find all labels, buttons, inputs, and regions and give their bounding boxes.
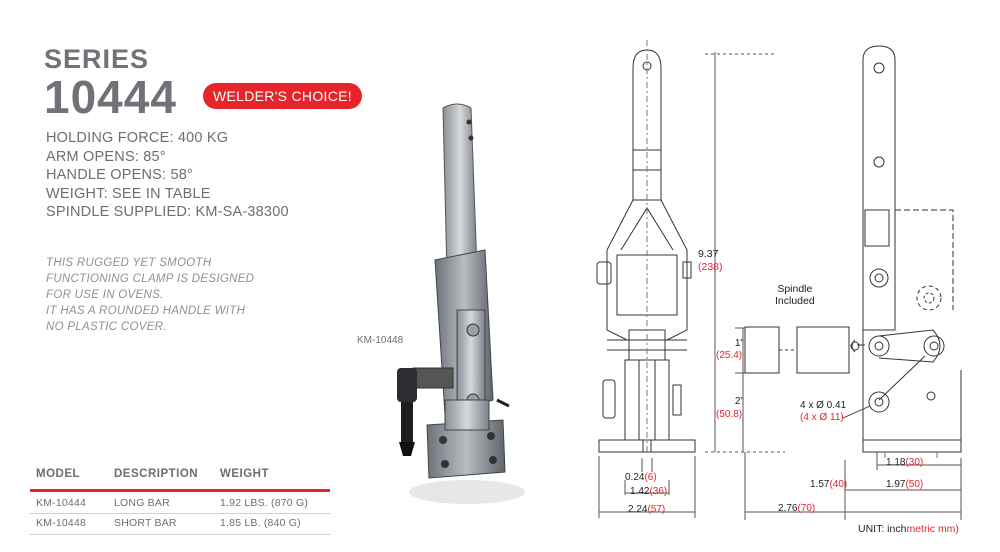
spec-list: HOLDING FORCE: 400 KG ARM OPENS: 85° HAN… (46, 129, 289, 222)
dim-1in-inch: 1" (734, 338, 744, 349)
dim-1in-mm: (25.4) (716, 350, 743, 361)
side-view (850, 45, 962, 458)
dim-1-57: 1.57(40) (810, 479, 847, 490)
dim-0-24-mm: (6) (644, 472, 657, 483)
description-line: NO PLASTIC COVER. (46, 321, 167, 333)
dim-2in-inch: 2" (734, 396, 744, 407)
photo-model-label: KM-10448 (357, 335, 404, 346)
table-cell-description: SHORT BAR (114, 517, 177, 529)
spindle-drawing (744, 326, 850, 374)
dim-1-42-inch: 1.42 (630, 486, 650, 497)
dim-2-76-mm: (70) (797, 503, 816, 514)
dim-1-18-mm: (30) (905, 457, 924, 468)
series-number: 10444 (44, 71, 177, 123)
unit-metric: metric mm) (906, 523, 959, 535)
dim-1-42: 1.42(36) (630, 486, 667, 497)
dim-0-24: 0.24(6) (625, 472, 657, 483)
dim-2-76-inch: 2.76 (778, 503, 798, 514)
table-header-weight: WEIGHT (220, 468, 269, 480)
product-description: THIS RUGGED YET SMOOTH FUNCTIONING CLAMP… (46, 255, 254, 335)
front-dimensions (598, 456, 696, 518)
welders-choice-badge: WELDER'S CHOICE! (203, 83, 362, 109)
front-view (596, 40, 696, 455)
unit-note: UNIT: inchmetric mm) (858, 523, 959, 535)
table-header-description: DESCRIPTION (114, 468, 199, 480)
description-line: THIS RUGGED YET SMOOTH (46, 257, 212, 269)
dim-1-18-inch: 1.18 (886, 457, 906, 468)
height-dim-label: 9.37 (238) (698, 248, 723, 274)
side-dimensions (735, 327, 962, 520)
table-cell-description: LONG BAR (114, 497, 170, 509)
dim-1-42-mm: (36) (649, 486, 668, 497)
dim-1-18: 1.18(30) (886, 457, 923, 468)
spec-holding-force: HOLDING FORCE: 400 KG (46, 130, 229, 146)
table-header-rule (30, 489, 330, 492)
dim-2-76: 2.76(70) (778, 503, 815, 514)
spec-spindle: SPINDLE SUPPLIED: KM-SA-38300 (46, 204, 289, 220)
clamp-product-photo (397, 103, 525, 504)
table-cell-weight: 1.92 LBS. (870 G) (220, 497, 309, 509)
table-cell-model: KM-10448 (36, 517, 87, 529)
table-row: KM-10444 LONG BAR 1.92 LBS. (870 G) (30, 494, 330, 514)
description-line: FUNCTIONING CLAMP IS DESIGNED (46, 273, 255, 285)
dim-0-24-inch: 0.24 (625, 472, 645, 483)
holes-dim-mm: (4 x Ø 11) (800, 412, 844, 423)
table-row-divider (30, 534, 330, 535)
dim-1-97: 1.97(50) (886, 479, 923, 490)
table-header-model: MODEL (36, 468, 81, 480)
table-row: KM-10448 SHORT BAR 1.85 LB. (840 G) (30, 514, 330, 534)
table-cell-model: KM-10444 (36, 497, 87, 509)
dim-1-57-inch: 1.57 (810, 479, 830, 490)
dim-2-24-inch: 2.24 (628, 504, 648, 515)
unit-prefix: UNIT: inch (858, 523, 907, 535)
spindle-note-line1: Spindle (777, 283, 813, 295)
description-line: IT HAS A ROUNDED HANDLE WITH (46, 305, 246, 317)
spec-handle-opens: HANDLE OPENS: 58° (46, 167, 193, 183)
dim-2-24: 2.24(57) (628, 504, 665, 515)
height-dimension (705, 52, 785, 453)
dim-2in-mm: (50.8) (716, 409, 743, 420)
description-line: FOR USE IN OVENS. (46, 289, 164, 301)
dim-2-24-mm: (57) (647, 504, 666, 515)
dim-1-97-inch: 1.97 (886, 479, 906, 490)
spindle-note: Spindle Included (775, 283, 815, 307)
holes-dim-label: 4 x Ø 0.41 (4 x Ø 11) (800, 400, 846, 424)
dim-1in-label: 1" (718, 338, 744, 350)
height-dim-mm: (238) (698, 261, 723, 273)
spec-arm-opens: ARM OPENS: 85° (46, 148, 166, 165)
table-row-divider (30, 513, 330, 514)
table-cell-weight: 1.85 LB. (840 G) (220, 517, 301, 529)
dim-1-57-mm: (40) (829, 479, 848, 490)
spec-weight: WEIGHT: SEE IN TABLE (46, 185, 211, 202)
holes-dim-inch: 4 x Ø 0.41 (800, 400, 847, 411)
height-dim-inch: 9.37 (698, 248, 719, 260)
dim-1-97-mm: (50) (905, 479, 924, 490)
series-label: SERIES (44, 44, 150, 74)
technical-drawing (596, 40, 962, 520)
spindle-note-line2: Included (775, 295, 815, 307)
